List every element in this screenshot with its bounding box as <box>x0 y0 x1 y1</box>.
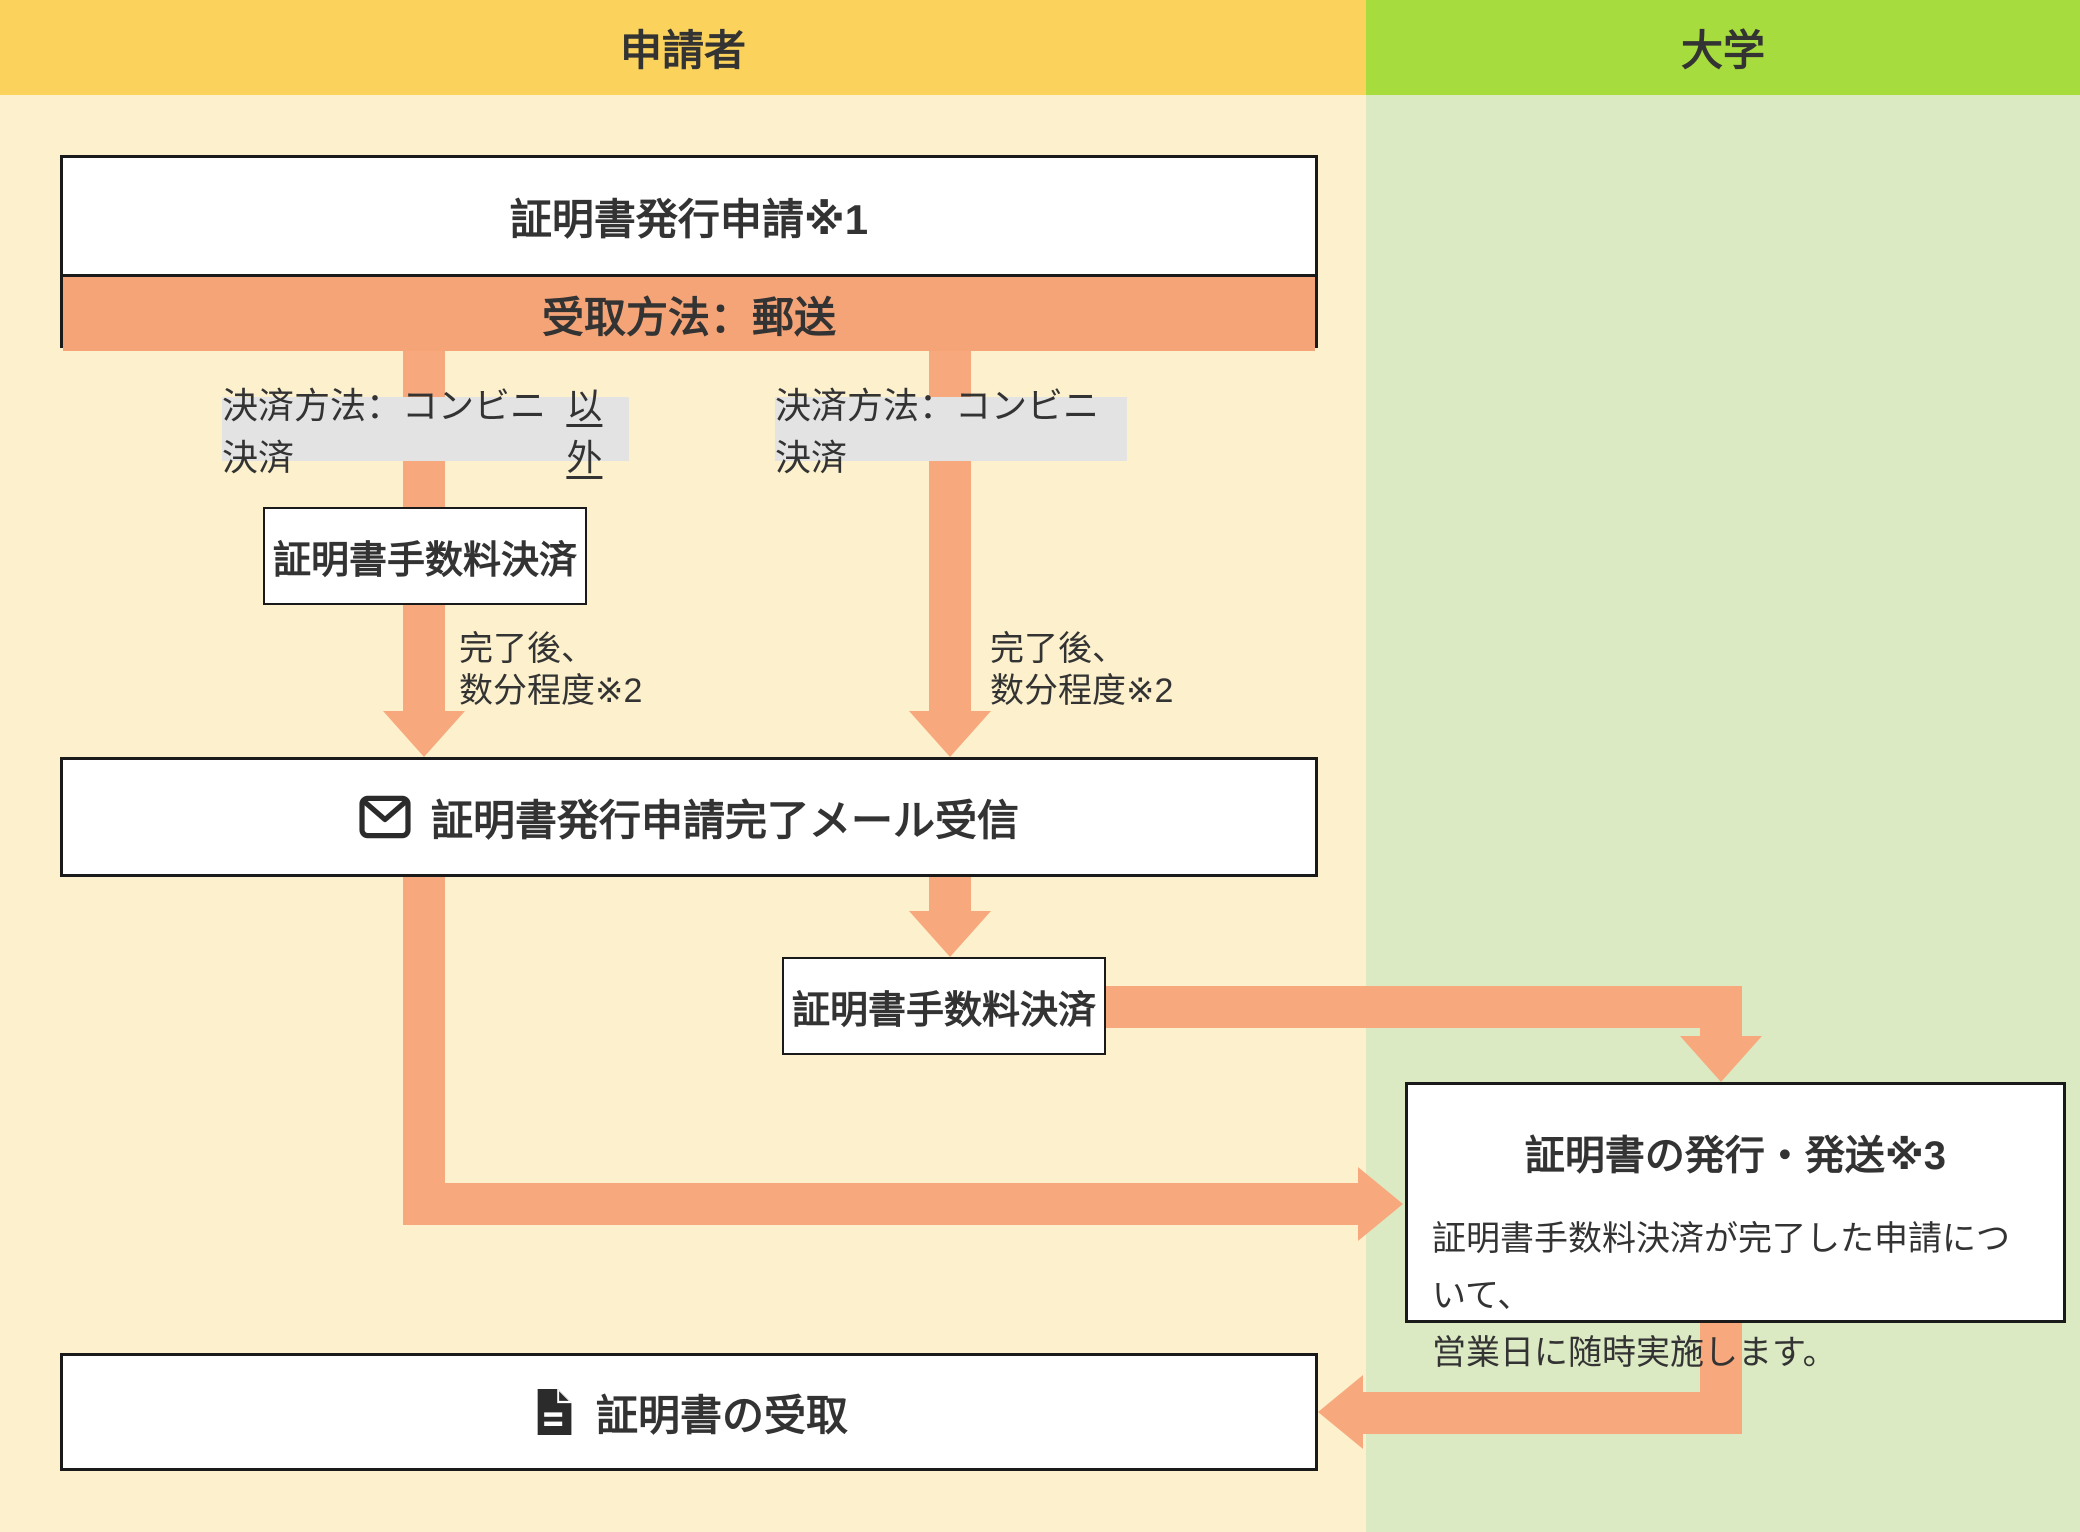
application-title: 証明書発行申請※1 <box>509 195 869 243</box>
lane-header-university: 大学 <box>1366 0 2080 95</box>
flow-right-branch-arrowhead <box>909 711 991 757</box>
note-left-line1: 完了後、 <box>459 630 595 668</box>
fee-payment-left-node: 証明書手数料決済 <box>263 507 587 605</box>
note-left: 完了後、 数分程度※2 <box>459 628 642 712</box>
application-delivery-row: 受取方法：郵送 <box>63 274 1315 351</box>
flow-fee-to-issue-horizontal <box>1106 986 1742 1028</box>
issue-ship-body-line2: 営業日に随時実施します。 <box>1432 1334 1837 1372</box>
flow-issue-to-receive-horizontal <box>1360 1392 1742 1434</box>
flow-fee-to-issue-arrowhead <box>1680 1036 1762 1082</box>
payment-method-other-label: 決済方法：コンビニ決済以外 <box>222 385 629 478</box>
flow-left-to-issue-arrowhead <box>1358 1167 1403 1241</box>
lane-header-applicant-label: 申請者 <box>619 27 746 74</box>
envelope-icon <box>359 795 411 839</box>
application-delivery-method: 受取方法：郵送 <box>541 293 836 341</box>
flow-left-branch-arrowhead <box>383 711 465 757</box>
note-right: 完了後、 数分程度※2 <box>990 628 1173 712</box>
issue-ship-title: 証明書の発行・発送※3 <box>1524 1134 1947 1178</box>
application-node: 証明書発行申請※1 受取方法：郵送 <box>60 155 1318 351</box>
payment-method-convenience-text: 決済方法：コンビニ決済 <box>775 385 1100 478</box>
note-right-line1: 完了後、 <box>990 630 1126 668</box>
fee-payment-right-node: 証明書手数料決済 <box>782 957 1106 1055</box>
flow-issue-to-receive-arrowhead <box>1318 1375 1363 1449</box>
application-title-row: 証明書発行申請※1 <box>63 158 1315 274</box>
lane-header-university-label: 大学 <box>1680 27 1765 74</box>
payment-method-convenience-label: 決済方法：コンビニ決済 <box>775 385 1127 478</box>
payment-method-other-text: 決済方法：コンビニ決済 <box>222 385 547 478</box>
mail-receive-node: 証明書発行申請完了メール受信 <box>60 757 1318 877</box>
issue-ship-body-line1: 証明書手数料決済が完了した申請について、 <box>1432 1220 2010 1315</box>
lane-header-applicant: 申請者 <box>0 0 1366 95</box>
note-right-line2: 数分程度※2 <box>990 672 1174 710</box>
flow-right-to-fee-arrowhead <box>909 911 991 957</box>
flow-left-to-issue-vertical <box>403 877 445 1225</box>
issue-ship-node: 証明書の発行・発送※3 証明書手数料決済が完了した申請について、 営業日に随時実… <box>1405 1082 2066 1372</box>
fee-payment-right-title: 証明書手数料決済 <box>791 989 1096 1032</box>
flow-left-to-issue-horizontal <box>403 1183 1358 1225</box>
receive-title: 証明書の受取 <box>595 1391 848 1439</box>
document-icon <box>537 1388 573 1435</box>
mail-receive-title: 証明書発行申請完了メール受信 <box>430 796 1019 844</box>
flow-right-to-fee-vertical <box>929 877 971 915</box>
receive-node: 証明書の受取 <box>60 1353 1318 1471</box>
payment-method-other-underlined: 以外 <box>566 385 603 478</box>
flow-fee-to-issue-vertical <box>1700 1010 1742 1040</box>
note-left-line2: 数分程度※2 <box>459 672 643 710</box>
fee-payment-left-title: 証明書手数料決済 <box>272 539 577 582</box>
